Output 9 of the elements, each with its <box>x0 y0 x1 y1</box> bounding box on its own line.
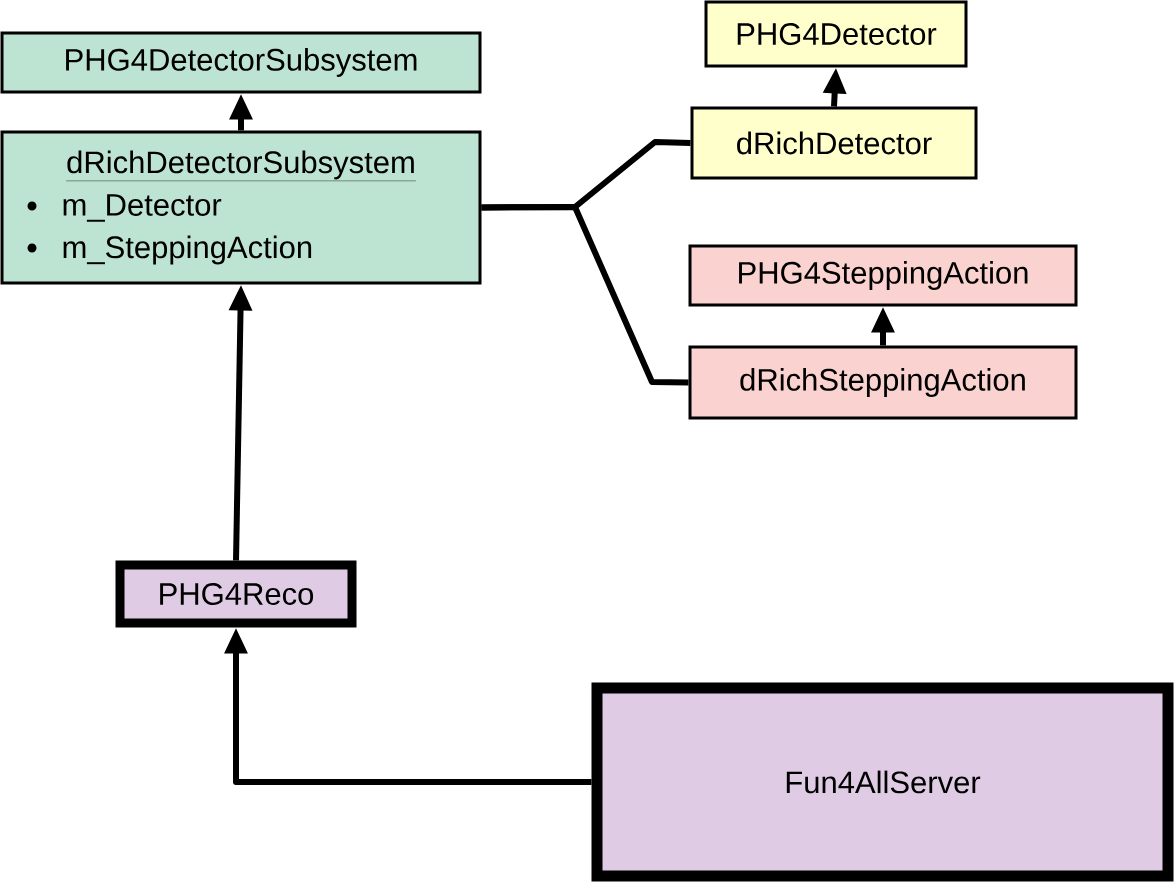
connector-line <box>481 204 689 386</box>
class-box: Fun4AllServer <box>591 682 1174 882</box>
class-box: dRichDetector <box>690 106 978 180</box>
class-box: dRichSteppingAction <box>688 345 1078 420</box>
class-box: PHG4DetectorSubsystem <box>0 31 482 94</box>
class-box: PHG4Detector <box>704 0 968 68</box>
class-box: dRichDetectorSubsystem m_Detector m_SteppingAction <box>0 130 482 285</box>
class-box: PHG4Reco <box>115 560 357 628</box>
class-box: PHG4SteppingAction <box>688 244 1078 307</box>
